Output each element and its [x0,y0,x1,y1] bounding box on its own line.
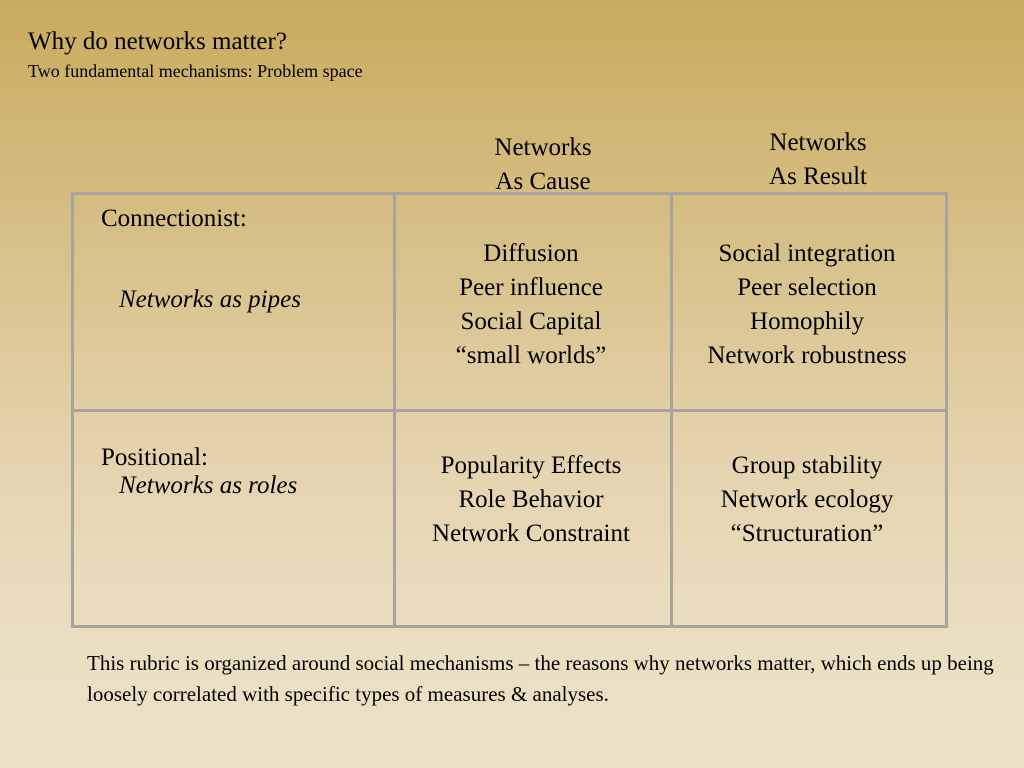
cell-item: Peer selection [737,274,877,301]
cell-item: Group stability [731,452,883,479]
column-header-line: Networks [769,129,867,156]
cell-item: “small worlds” [455,342,607,369]
slide-subtitle: Two fundamental mechanisms: Problem spac… [28,61,363,81]
mechanism-grid [71,192,948,628]
cell-item: Peer influence [459,274,603,301]
cell-positional-result: Group stability Network ecology “Structu… [721,449,894,551]
column-header-result: Networks As Result [769,126,867,194]
row-label-positional: Positional: [101,444,208,471]
cell-item: “Structuration” [730,520,884,547]
footer-note: This rubric is organized around social m… [87,651,994,706]
column-header-line: Networks [494,134,592,161]
cell-connectionist-cause: Diffusion Peer influence Social Capital … [456,237,607,373]
row-label-connectionist: Connectionist: [101,205,247,232]
cell-item: Diffusion [483,240,579,267]
grid-divider-horizontal [74,409,945,412]
cell-item: Homophily [750,308,864,335]
cell-item: Network robustness [707,342,907,369]
cell-item: Social integration [718,240,896,267]
column-header-line: As Result [769,163,867,190]
cell-item: Popularity Effects [440,452,622,479]
cell-positional-cause: Popularity Effects Role Behavior Network… [432,449,630,551]
cell-item: Network Constraint [432,520,630,547]
cell-item: Role Behavior [458,486,604,513]
cell-item: Network ecology [720,486,894,513]
column-header-line: As Cause [495,168,591,195]
column-header-cause: Networks As Cause [494,131,591,199]
cell-connectionist-result: Social integration Peer selection Homoph… [707,237,906,373]
cell-item: Social Capital [460,308,602,335]
row-sublabel-pipes: Networks as pipes [119,286,301,313]
row-sublabel-roles: Networks as roles [119,472,298,499]
slide-title: Why do networks matter? [28,28,287,55]
